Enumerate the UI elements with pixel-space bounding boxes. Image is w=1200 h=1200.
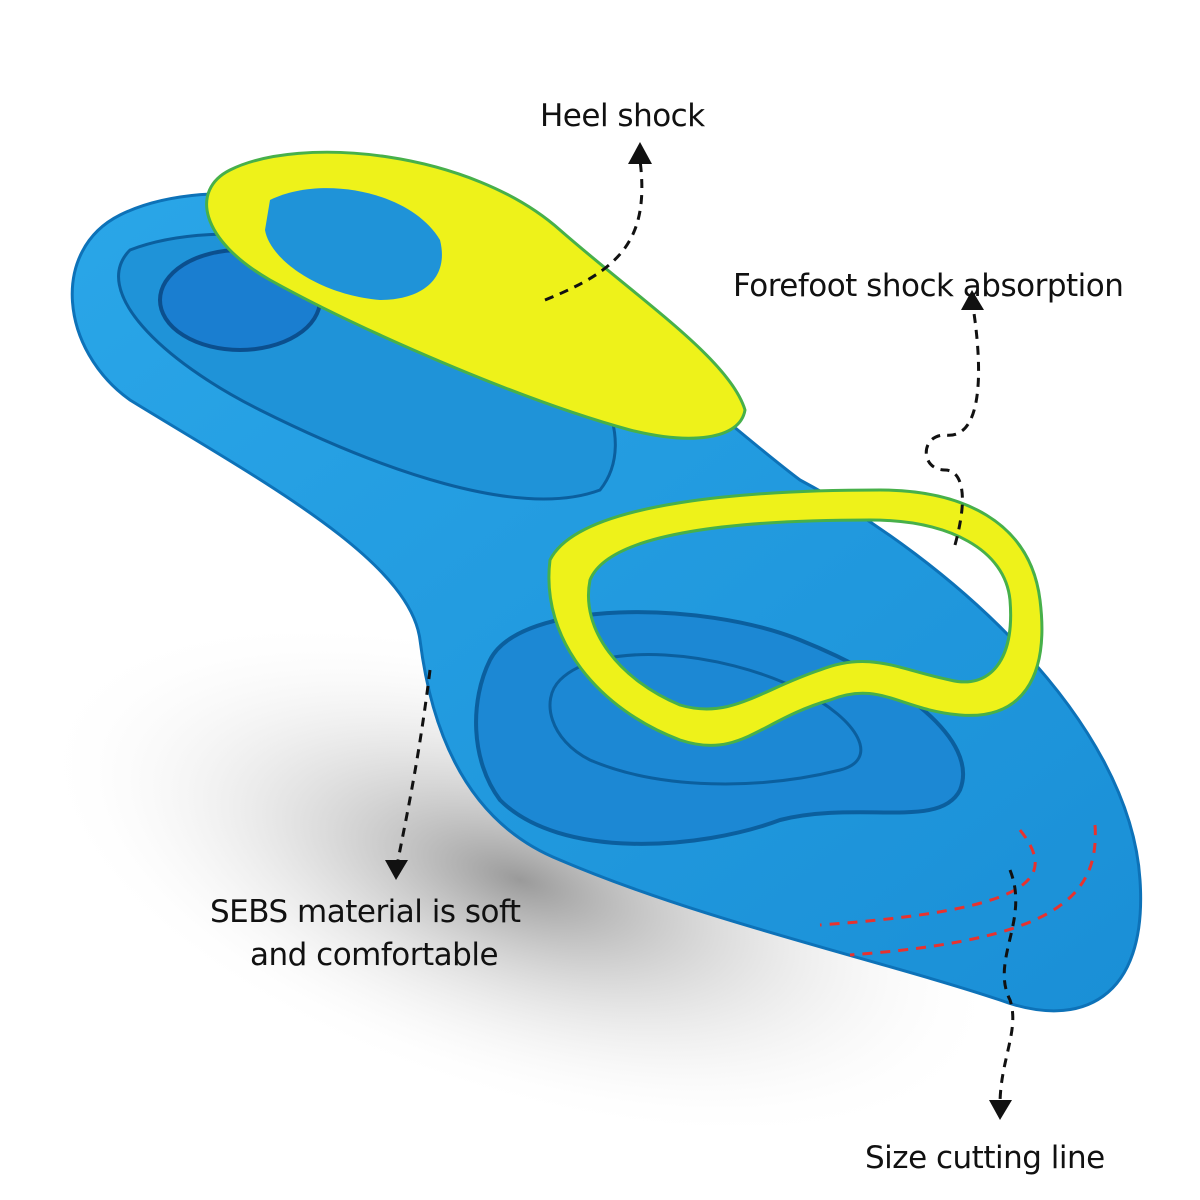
forefoot-shock-ring	[547, 488, 1044, 747]
heel-shock-arrow	[544, 159, 644, 302]
forefoot-arrow	[924, 299, 980, 546]
label-sebs-line2: and comfortable	[250, 937, 499, 973]
arrow-up-icon	[961, 290, 984, 310]
heel-pad-hole	[265, 188, 442, 300]
label-heel-shock: Heel shock	[540, 98, 705, 134]
arrow-down-icon	[385, 860, 408, 880]
forefoot-gel-inner	[548, 653, 863, 786]
sebs-arrow	[396, 669, 432, 861]
size-cutting-arrow	[998, 869, 1018, 1106]
arrow-up-icon	[628, 142, 652, 164]
arrow-down-icon	[989, 1100, 1012, 1120]
label-size-cutting-line: Size cutting line	[865, 1140, 1105, 1176]
label-sebs-line1: SEBS material is soft	[210, 894, 521, 930]
callout-arrows	[396, 159, 1018, 1106]
arrow-heads	[385, 142, 1012, 1120]
label-forefoot-shock-absorption: Forefoot shock absorption	[733, 268, 1124, 304]
